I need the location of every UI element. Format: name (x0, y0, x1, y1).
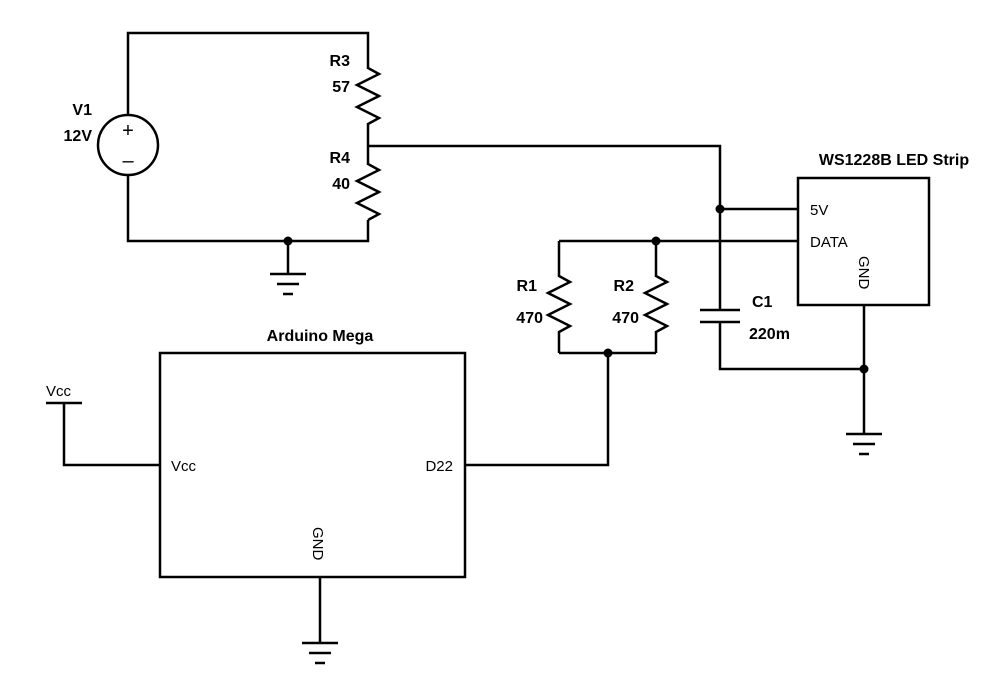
minus-sign: – (122, 150, 134, 172)
ground-symbol-arduino (302, 577, 338, 665)
wire-v1-bottom (126, 175, 370, 243)
r4-name: R4 (330, 150, 351, 167)
v1-name: V1 (72, 102, 92, 119)
c1-name: C1 (752, 294, 773, 311)
led-pin-5v: 5V (810, 202, 828, 219)
r3-name: R3 (330, 53, 351, 70)
wire-v1-top (126, 31, 370, 115)
led-pin-gnd: GND (855, 256, 872, 290)
resistor-r3[interactable] (354, 65, 382, 146)
r4-value: 40 (332, 176, 350, 193)
led-pin-data: DATA (810, 234, 848, 251)
arduino-pin-gnd: GND (309, 527, 326, 561)
plus-sign: + (122, 120, 134, 142)
wire-divider-to-5v (368, 144, 798, 211)
led-strip-title: WS1228B LED Strip (819, 152, 969, 169)
r1-name: R1 (517, 278, 538, 295)
arduino-pin-d22: D22 (425, 458, 453, 475)
wire-c1-bottom (718, 322, 864, 371)
c1-value: 220m (749, 326, 790, 343)
arduino-title: Arduino Mega (267, 328, 374, 345)
arduino-block[interactable]: Vcc D22 GND (158, 351, 467, 579)
r1-value: 470 (516, 310, 543, 327)
r3-value: 57 (332, 79, 350, 96)
arduino-pin-vcc: Vcc (171, 458, 197, 475)
vcc-rail-label: Vcc (46, 383, 72, 400)
vcc-rail-symbol (46, 401, 160, 467)
v1-value: 12V (64, 128, 93, 145)
led-strip-block[interactable]: 5V DATA GND (796, 176, 931, 307)
junction-dot (859, 364, 869, 374)
r2-value: 470 (612, 310, 639, 327)
resistor-r4[interactable] (354, 146, 382, 222)
voltage-source-v1[interactable]: + – (96, 113, 160, 177)
ground-symbol-led (846, 432, 882, 456)
ground-symbol-power (270, 241, 306, 296)
capacitor-c1[interactable] (700, 308, 740, 324)
resistor-r1[interactable] (545, 241, 573, 353)
resistor-r2[interactable] (642, 241, 670, 353)
wire-to-d22 (465, 353, 610, 467)
r2-name: R2 (614, 278, 635, 295)
